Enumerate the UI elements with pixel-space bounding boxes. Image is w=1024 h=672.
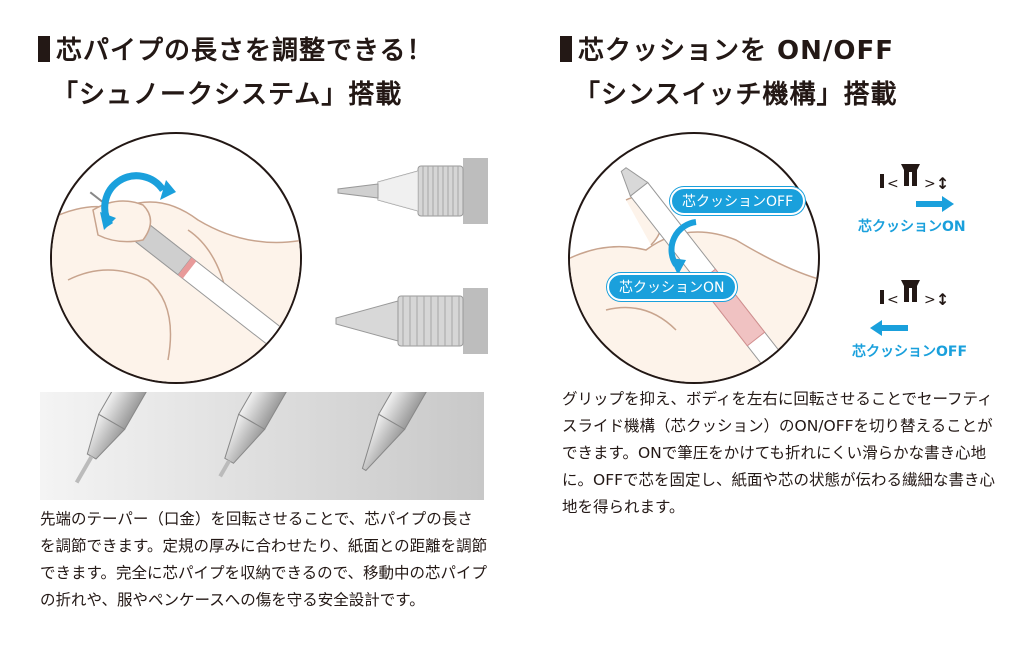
cushion-off-pill: 芯クッションOFF bbox=[670, 187, 806, 215]
pencil-tip-retracted bbox=[335, 288, 488, 354]
right-heading: 芯クッションを ON/OFF bbox=[560, 32, 894, 70]
arrow-right-icon bbox=[916, 196, 954, 212]
svg-text:>: > bbox=[924, 176, 936, 192]
cushion-off-diagram-icon: < > ↕ bbox=[880, 280, 949, 309]
shin-switch-hand-illustration bbox=[568, 132, 820, 384]
diagram-off-label: 芯クッションOFF bbox=[852, 344, 968, 360]
svg-text:↕: ↕ bbox=[936, 290, 949, 309]
heading-bar bbox=[560, 36, 572, 62]
left-heading: 芯パイプの長さを調整できる！ bbox=[38, 32, 433, 70]
heading-bar bbox=[38, 36, 50, 62]
rotate-arrow-icon bbox=[101, 172, 166, 227]
right-heading-line2: 「シンスイッチ機構」搭載 bbox=[574, 80, 898, 110]
cushion-on-diagram-icon: < > ↕ bbox=[880, 164, 949, 193]
svg-text:↕: ↕ bbox=[936, 174, 949, 193]
left-heading-line1: 芯パイプの長さを調整できる！ bbox=[56, 36, 434, 66]
left-heading-line2: 「シュノークシステム」搭載 bbox=[52, 80, 403, 110]
three-tips-photo bbox=[40, 392, 484, 500]
right-heading-line1: 芯クッションを ON/OFF bbox=[578, 36, 895, 66]
cushion-on-pill: 芯クッションON bbox=[607, 273, 737, 301]
svg-text:<: < bbox=[887, 176, 899, 192]
pencil-tip-extended bbox=[337, 158, 488, 224]
right-description: グリップを抑え、ボディを左右に回転させることでセーフティスライド機構（芯クッショ… bbox=[562, 390, 996, 516]
svg-text:>: > bbox=[924, 292, 936, 308]
snork-hand-illustration bbox=[50, 132, 302, 384]
left-description: 先端のテーパー（口金）を回転させることで、芯パイプの長さを調節できます。定規の厚… bbox=[40, 510, 488, 609]
arrow-left-icon bbox=[870, 320, 908, 336]
svg-text:<: < bbox=[887, 292, 899, 308]
diagram-on-label: 芯クッションON bbox=[858, 219, 966, 235]
